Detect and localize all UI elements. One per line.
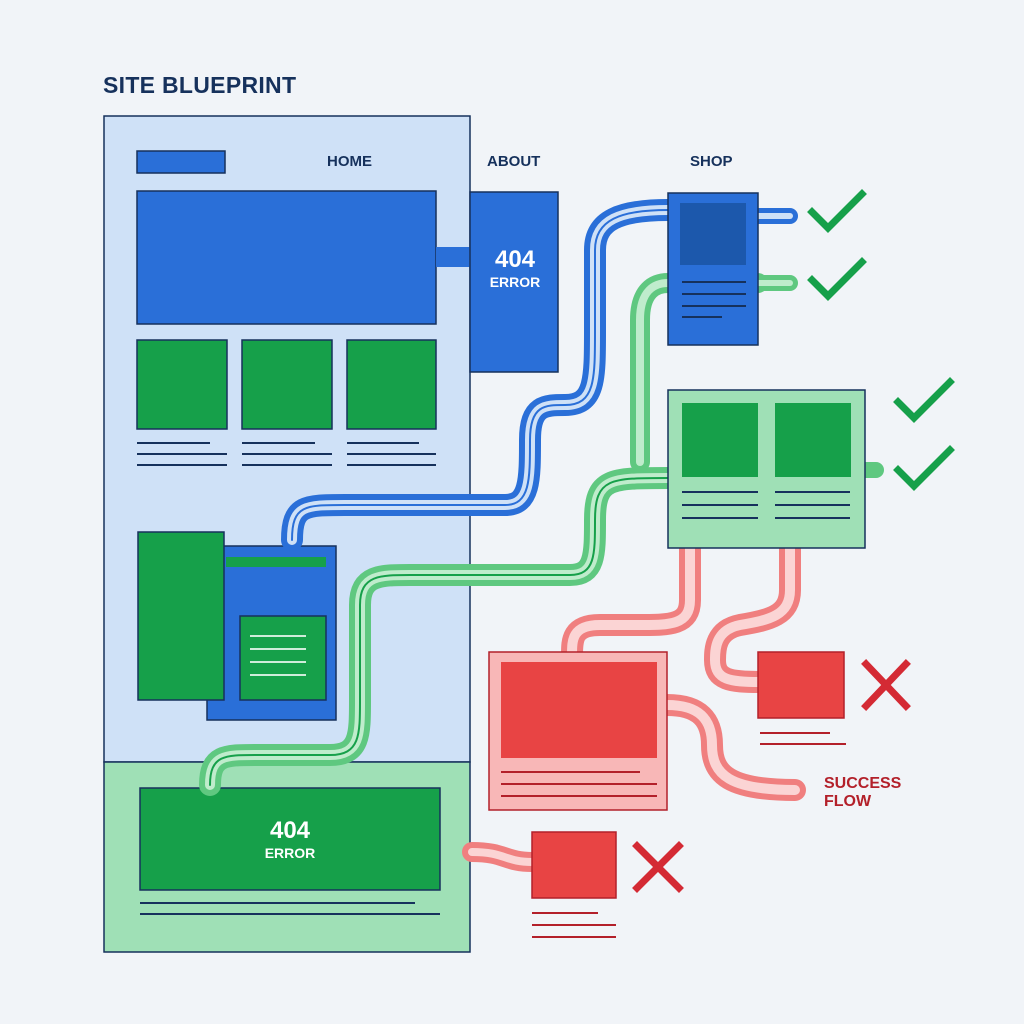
card-text-lines bbox=[137, 442, 436, 466]
about-error-label: ERROR bbox=[489, 274, 541, 291]
about-error-panel bbox=[469, 191, 559, 373]
page-title: SITE BLUEPRINT bbox=[103, 72, 297, 98]
x-mark-icon bbox=[632, 841, 684, 893]
checkout-error-panel bbox=[488, 651, 668, 811]
footer-error-code: 404 bbox=[269, 817, 311, 844]
checkmark-icon bbox=[893, 445, 955, 491]
logo-block bbox=[136, 150, 226, 174]
small-error-panel-1 bbox=[757, 651, 846, 745]
product-panel bbox=[667, 389, 866, 549]
card-1-image bbox=[136, 339, 228, 430]
footer-error-block bbox=[139, 787, 441, 891]
nav-about: ABOUT bbox=[487, 153, 541, 170]
about-error-text: 404 ERROR bbox=[470, 247, 560, 290]
small-error-panel-2 bbox=[531, 831, 617, 938]
footer-error-label: ERROR bbox=[264, 845, 316, 862]
success-flow-line1: SUCCESS bbox=[824, 775, 902, 792]
about-connector bbox=[436, 247, 472, 267]
checkmark-icon bbox=[807, 257, 867, 301]
x-mark-icon bbox=[861, 659, 911, 711]
hero-banner bbox=[136, 190, 437, 325]
blue-ribbon bbox=[281, 199, 798, 551]
checkmark-icon bbox=[807, 189, 867, 233]
page-wireframe bbox=[103, 115, 471, 953]
nav-home: HOME bbox=[327, 153, 372, 170]
shop-panel bbox=[667, 192, 759, 346]
nav-shop: SHOP bbox=[690, 153, 733, 170]
about-error-code: 404 bbox=[494, 246, 536, 273]
module-front-panel bbox=[137, 531, 225, 701]
success-flow-line2: FLOW bbox=[824, 793, 872, 811]
module-inner-card bbox=[239, 615, 327, 701]
checkmark-icon bbox=[893, 377, 955, 423]
red-ribbon bbox=[462, 537, 806, 872]
success-flow-label: SUCCESS FLOW bbox=[824, 775, 901, 812]
card-3-image bbox=[346, 339, 437, 430]
card-2-image bbox=[241, 339, 333, 430]
footer-error-text: 404 ERROR bbox=[140, 818, 440, 861]
